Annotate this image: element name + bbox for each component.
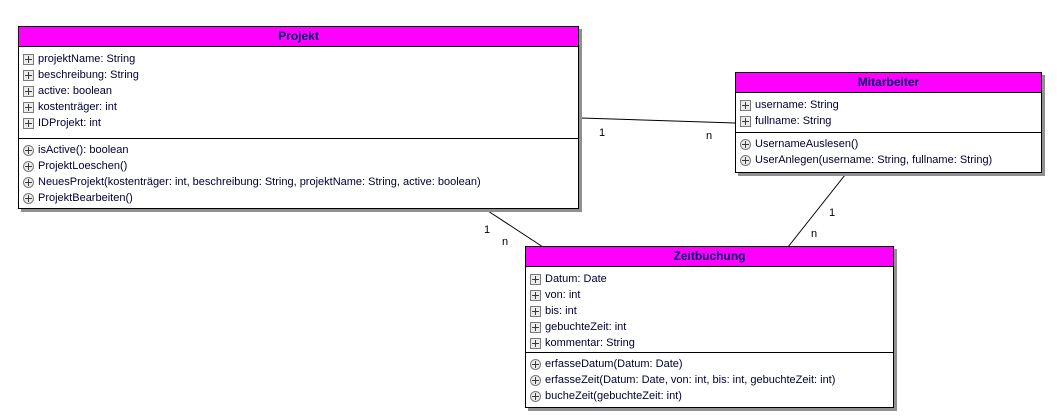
public-attribute-icon [23,53,34,65]
public-method-icon [530,374,541,386]
method-row: ProjektBearbeiten() [19,190,578,206]
attribute-row: bis: int [526,303,893,319]
attribute-label: bis: int [545,305,577,317]
method-label: ProjektLoeschen() [38,160,128,172]
method-label: ProjektBearbeiten() [38,192,133,204]
public-attribute-icon [530,305,541,317]
multiplicity-label-projekt-side: 1 [599,127,606,139]
method-label: UsernameAuslesen() [755,138,859,150]
public-attribute-icon [530,289,541,301]
class-box-mitarbeiter[interactable]: Mitarbeiter username: String fullname: S… [735,72,1042,173]
attribute-label: Datum: Date [545,273,607,285]
attribute-row: IDProjekt: int [19,115,578,131]
attribute-label: username: String [755,99,839,111]
attribute-row: kostenträger: int [19,99,578,115]
class-title-projekt: Projekt [19,27,578,47]
multiplicity-label-mitarbeiter-side: 1 [829,207,836,219]
public-method-icon [23,192,34,204]
public-attribute-icon [23,101,34,113]
public-method-icon [530,390,541,402]
attribute-label: kostenträger: int [38,101,117,113]
method-row: erfasseZeit(Datum: Date, von: int, bis: … [526,372,893,388]
association-line-projekt-mitarbeiter[interactable] [580,117,736,124]
multiplicity-label-mitarbeiter-side: n [706,130,713,142]
attributes-compartment: username: String fullname: String [736,93,1041,133]
method-row: isActive(): boolean [19,142,578,158]
public-method-icon [740,154,751,166]
attribute-label: active: boolean [38,85,112,97]
attribute-row: active: boolean [19,83,578,99]
public-method-icon [530,358,541,370]
public-attribute-icon [740,99,751,111]
multiplicity-label-zeitbuchung-side: n [811,228,818,240]
attribute-label: IDProjekt: int [38,117,101,129]
attribute-row: fullname: String [736,113,1041,129]
attribute-row: username: String [736,97,1041,113]
attribute-label: von: int [545,289,581,301]
association-line-projekt-zeitbuchung[interactable] [484,208,544,248]
public-method-icon [23,176,34,188]
methods-compartment: isActive(): boolean ProjektLoeschen() Ne… [19,139,578,208]
class-title-mitarbeiter: Mitarbeiter [736,73,1041,93]
attribute-label: fullname: String [755,115,832,127]
attribute-row: beschreibung: String [19,67,578,83]
method-row: erfasseDatum(Datum: Date) [526,356,893,372]
attribute-row: gebuchteZeit: int [526,319,893,335]
methods-compartment: erfasseDatum(Datum: Date) erfasseZeit(Da… [526,353,893,407]
method-label: isActive(): boolean [38,144,129,156]
method-row: NeuesProjekt(kostenträger: int, beschrei… [19,174,578,190]
public-attribute-icon [530,321,541,333]
attribute-row: Datum: Date [526,271,893,287]
attribute-label: gebuchteZeit: int [545,321,627,333]
methods-compartment: UsernameAuslesen() UserAnlegen(username:… [736,133,1041,172]
public-method-icon [23,160,34,172]
public-attribute-icon [23,69,34,81]
public-attribute-icon [23,85,34,97]
method-row: UserAnlegen(username: String, fullname: … [736,152,1041,168]
public-attribute-icon [530,337,541,349]
method-label: erfasseDatum(Datum: Date) [545,358,683,370]
attribute-row: kommentar: String [526,335,893,351]
public-attribute-icon [530,273,541,285]
method-label: bucheZeit(gebuchteZeit: int) [545,390,682,402]
attribute-row: von: int [526,287,893,303]
method-row: bucheZeit(gebuchteZeit: int) [526,388,893,404]
class-box-zeitbuchung[interactable]: Zeitbuchung Datum: Date von: int bis: in… [525,246,894,408]
attribute-row: projektName: String [19,51,578,67]
attribute-label: beschreibung: String [38,69,139,81]
class-box-projekt[interactable]: Projekt projektName: String beschreibung… [18,26,579,209]
public-method-icon [23,144,34,156]
method-row: UsernameAuslesen() [736,136,1041,152]
public-method-icon [740,138,751,150]
multiplicity-label-projekt-side: 1 [484,224,491,236]
public-attribute-icon [740,115,751,127]
association-line-mitarbeiter-zeitbuchung[interactable] [787,174,846,248]
multiplicity-label-zeitbuchung-side: n [502,236,509,248]
attribute-label: projektName: String [38,53,136,65]
class-title-zeitbuchung: Zeitbuchung [526,247,893,267]
method-label: erfasseZeit(Datum: Date, von: int, bis: … [545,374,836,386]
attribute-label: kommentar: String [545,337,635,349]
method-label: UserAnlegen(username: String, fullname: … [755,154,993,166]
method-label: NeuesProjekt(kostenträger: int, beschrei… [38,176,481,188]
method-row: ProjektLoeschen() [19,158,578,174]
public-attribute-icon [23,117,34,129]
attributes-compartment: projektName: String beschreibung: String… [19,47,578,139]
attributes-compartment: Datum: Date von: int bis: int gebuchteZe… [526,267,893,353]
